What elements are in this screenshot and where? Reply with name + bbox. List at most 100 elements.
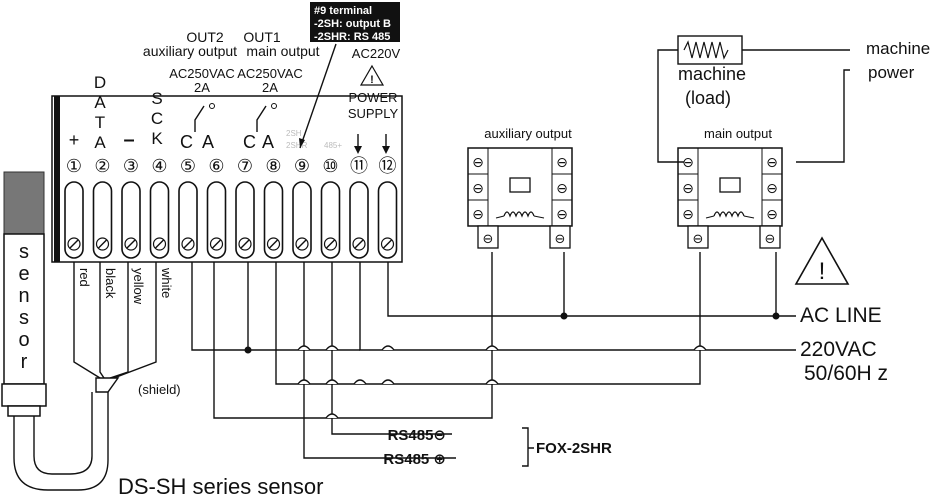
- screw-icon: ⊖: [556, 206, 568, 222]
- wire-color-black: black: [103, 268, 118, 299]
- machine-power-label-2: power: [868, 63, 915, 82]
- warning-icon-small: !: [359, 64, 385, 86]
- mark-minus: –: [123, 129, 134, 151]
- sensor-caption: DS-SH series sensor: [118, 474, 323, 499]
- out2-current: 2A: [194, 80, 210, 95]
- power-label-1: POWER: [348, 90, 397, 105]
- screw-icon: ⊖: [472, 180, 484, 196]
- wire-color-red: red: [77, 268, 92, 287]
- screw-icon: ⊖: [472, 206, 484, 222]
- out1-rating: AC250VAC: [237, 66, 303, 81]
- wiring: [191, 252, 796, 459]
- machine-load: [677, 35, 743, 65]
- screw-icon: ⊖: [766, 180, 778, 196]
- screw-icon: ⊖: [483, 231, 494, 246]
- terminal-slot: [349, 181, 369, 259]
- terminal-number: ⑤: [180, 156, 196, 176]
- relay-switch-out1: [256, 105, 267, 132]
- voltage-label: 220VAC: [800, 338, 877, 361]
- relay-main: ⊖⊖⊖⊖⊖⊖⊖⊖: [677, 147, 783, 249]
- mark-plus: +: [69, 130, 80, 150]
- terminal-slot: [292, 181, 312, 259]
- wire-color-white: white: [159, 267, 174, 298]
- shield-label: (shield): [138, 382, 181, 397]
- power-label-2: SUPPLY: [348, 106, 399, 121]
- load-wire-left: [657, 49, 684, 163]
- out2-subtitle: auxiliary output: [143, 43, 237, 59]
- mark-a-out2: A: [202, 132, 214, 152]
- terminal-number: ④: [151, 156, 167, 176]
- note-pointer: [299, 43, 337, 149]
- screw-icon: ⊖: [555, 231, 566, 246]
- terminal-number: ⑥: [208, 156, 224, 176]
- screw-icon: ⊖: [682, 206, 694, 222]
- terminal-slot: [263, 181, 284, 259]
- terminal-slot: [235, 181, 255, 259]
- terminal9-note: #9 terminal -2SH: output B -2SHR: RS 485: [310, 2, 400, 43]
- relay-auxiliary: ⊖ ⊖ ⊖ ⊖ ⊖ ⊖ ⊖ ⊖: [467, 147, 573, 249]
- relay-main-label: main output: [704, 126, 772, 141]
- terminal-number: ②: [94, 156, 110, 176]
- screw-icon: ⊖: [682, 154, 694, 170]
- terminal-number: ①: [66, 156, 82, 176]
- screw-icon: ⊖: [693, 231, 704, 246]
- svg-text:!: !: [819, 258, 826, 285]
- faint-485: 485+: [324, 141, 342, 150]
- terminal-slot: [320, 181, 341, 259]
- svg-text:-2SH: output B: -2SH: output B: [314, 18, 391, 30]
- warning-icon-large: !: [794, 236, 850, 285]
- load-label-1: machine: [678, 64, 746, 84]
- terminal-number: ③: [123, 156, 139, 176]
- sensor-cable: [13, 392, 109, 491]
- screw-icon: ⊖: [765, 231, 776, 246]
- screw-icon: ⊖: [766, 154, 778, 170]
- rs485-bracket: [522, 427, 534, 467]
- power-voltage: AC220V: [352, 46, 401, 61]
- mark-c-out1: C: [243, 132, 256, 152]
- svg-text:#9 terminal: #9 terminal: [314, 5, 372, 17]
- out2-title: OUT2: [186, 29, 224, 45]
- relay-aux-label: auxiliary output: [484, 126, 572, 141]
- frequency-label: 50/60H z: [804, 362, 888, 385]
- ac-line-label: AC LINE: [800, 304, 882, 327]
- terminal-slot: [178, 181, 198, 259]
- mark-c-out2: C: [180, 132, 193, 152]
- wire-crossing-hops: [297, 345, 707, 419]
- wire-color-yellow: yellow: [131, 268, 146, 305]
- out1-current: 2A: [262, 80, 278, 95]
- out1-title: OUT1: [243, 29, 281, 45]
- faint-2shr: 2SHR: [286, 141, 308, 150]
- svg-text:!: !: [370, 74, 374, 86]
- out2-rating: AC250VAC: [169, 66, 235, 81]
- faint-2sh: 2SH: [286, 129, 302, 138]
- load-label-2: (load): [685, 88, 731, 108]
- terminal-number: ⑫: [379, 156, 397, 176]
- terminal-slot: [64, 181, 84, 259]
- out1-subtitle: main output: [246, 43, 319, 59]
- machine-power-label-1: machine: [866, 39, 930, 58]
- power-wire: [796, 69, 850, 163]
- terminal-number: ⑧: [265, 156, 281, 176]
- svg-text:-2SHR: RS 485: -2SHR: RS 485: [314, 31, 390, 43]
- screw-icon: ⊖: [472, 154, 484, 170]
- terminal-slot: [121, 181, 141, 259]
- mark-a-out1: A: [262, 132, 274, 152]
- screw-icon: ⊖: [556, 180, 568, 196]
- fox-model-label: FOX-2SHR: [536, 440, 612, 457]
- sensor-wires: [73, 262, 157, 393]
- terminal-number: ⑩: [322, 156, 338, 176]
- screw-icon: ⊖: [556, 154, 568, 170]
- terminal-slot: [149, 181, 170, 259]
- rs485-plus-label: RS485 ⊕: [383, 451, 446, 468]
- terminal-slot: [206, 181, 227, 259]
- screw-icon: ⊖: [766, 206, 778, 222]
- terminal-slot: [92, 181, 113, 259]
- terminal-number: ⑦: [237, 156, 253, 176]
- terminal-number: ⑪: [350, 156, 368, 176]
